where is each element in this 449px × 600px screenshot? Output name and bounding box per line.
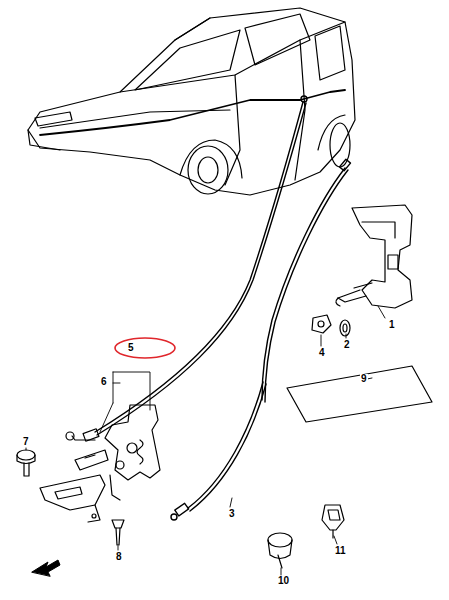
release-cable [95, 96, 307, 435]
release-lever [336, 205, 412, 308]
pad [287, 366, 432, 422]
callout-number: 1 [388, 320, 396, 330]
leader-lines [26, 306, 385, 575]
callout-number: 6 [100, 377, 108, 387]
bolt [17, 450, 35, 476]
callout-number: 7 [22, 437, 30, 447]
highlight-ring [115, 338, 175, 358]
car-outline [28, 8, 355, 195]
nut-washer [312, 315, 350, 336]
screw [112, 520, 124, 545]
callout-number: 9 [360, 374, 368, 384]
main-cable [171, 159, 351, 520]
callout-number: 8 [115, 552, 123, 562]
clip-10 [268, 533, 292, 568]
hood-latch [40, 405, 160, 522]
clip-11 [322, 505, 344, 538]
callout-number: 4 [318, 348, 326, 358]
callout-number: 11 [334, 546, 347, 556]
callout-number: 3 [228, 509, 236, 519]
callout-number: 2 [343, 340, 351, 350]
front-arrow [32, 560, 60, 576]
callout-number: 5 [127, 343, 135, 353]
callout-number: 10 [277, 576, 290, 586]
